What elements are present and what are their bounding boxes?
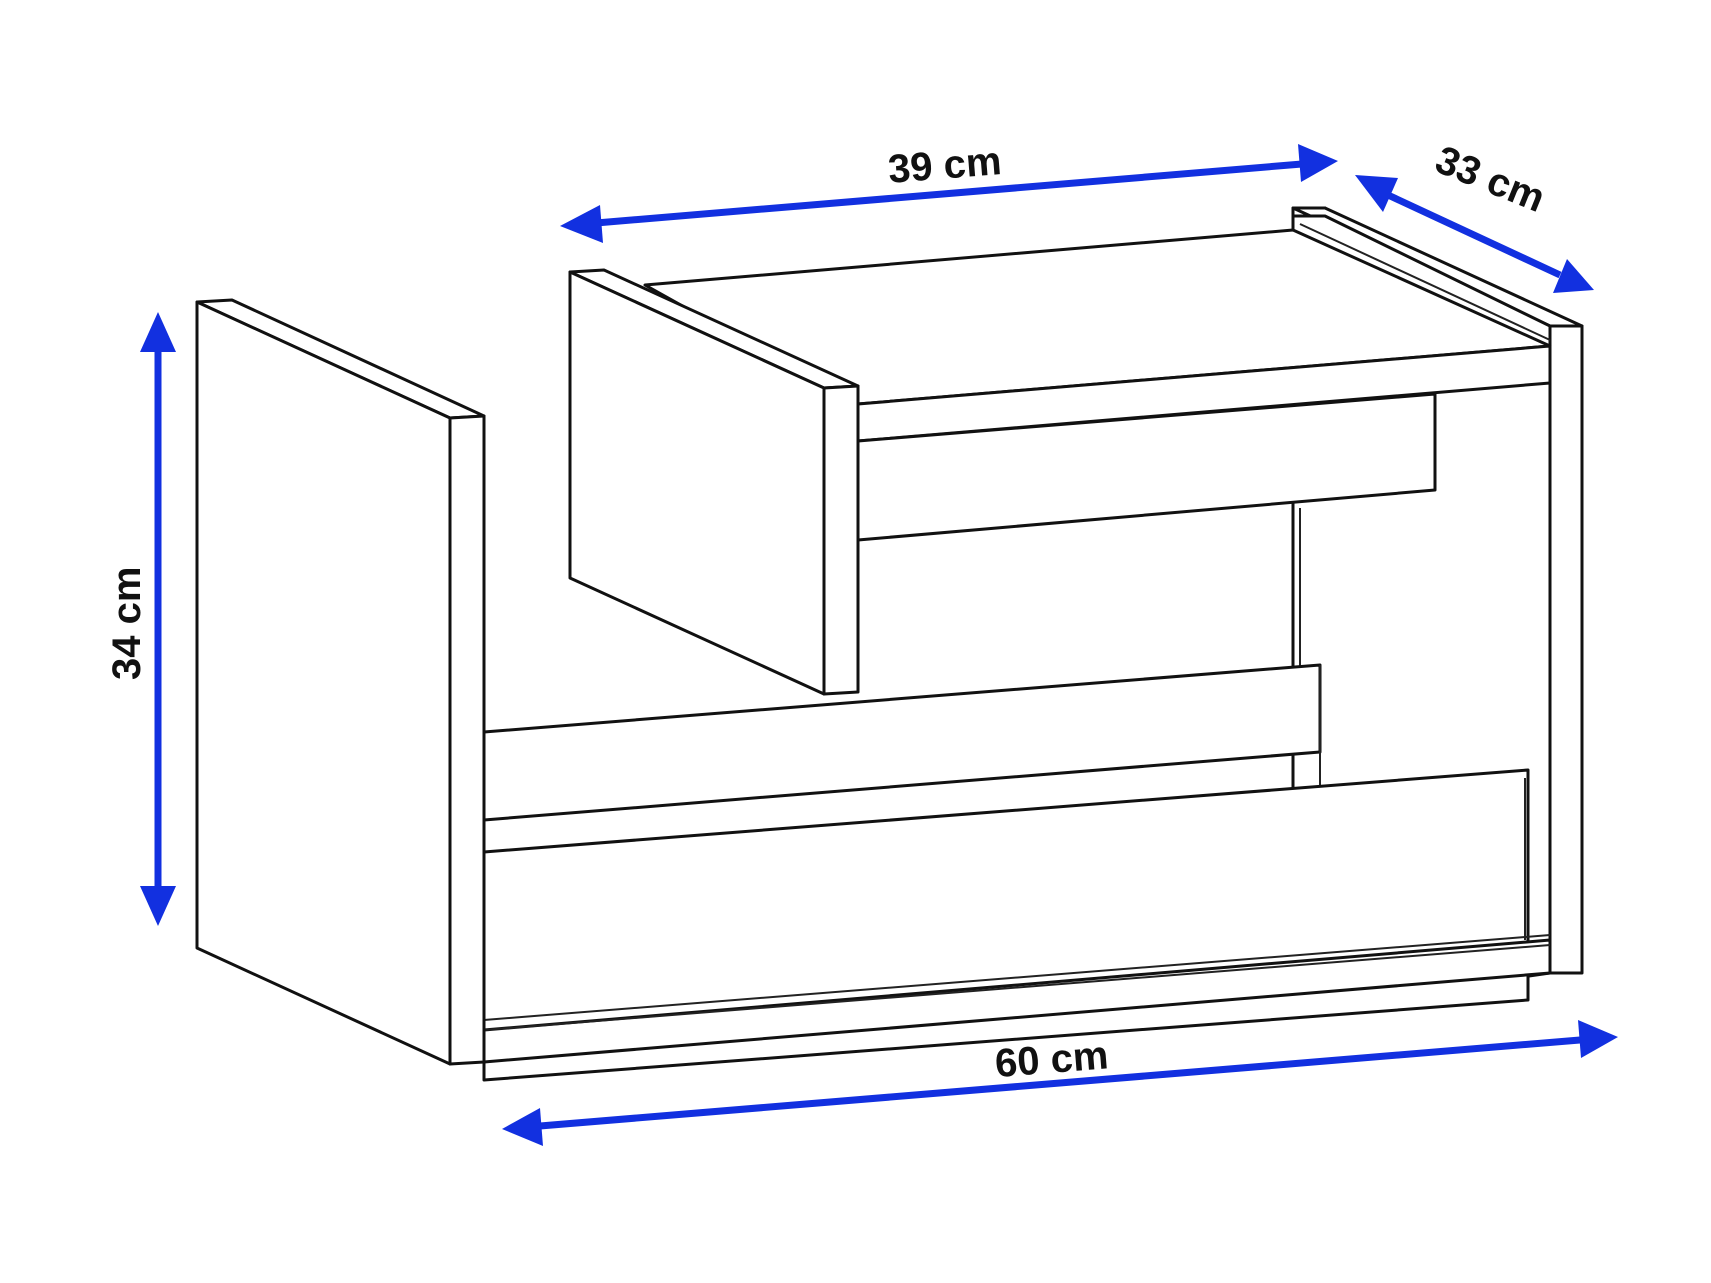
dimension-top-width: 39 cm [560,139,1338,243]
cabinet-drawing [195,206,1584,1082]
left-side-panel [195,298,486,1066]
label-height: 34 cm [105,567,149,680]
label-depth: 33 cm [1429,138,1551,221]
label-top-width: 39 cm [886,139,1003,192]
label-bottom-width: 60 cm [993,1033,1110,1086]
upper-side-panel [568,268,860,696]
dimension-height: 34 cm [105,312,176,926]
dimension-bottom-width: 60 cm [502,1020,1618,1146]
